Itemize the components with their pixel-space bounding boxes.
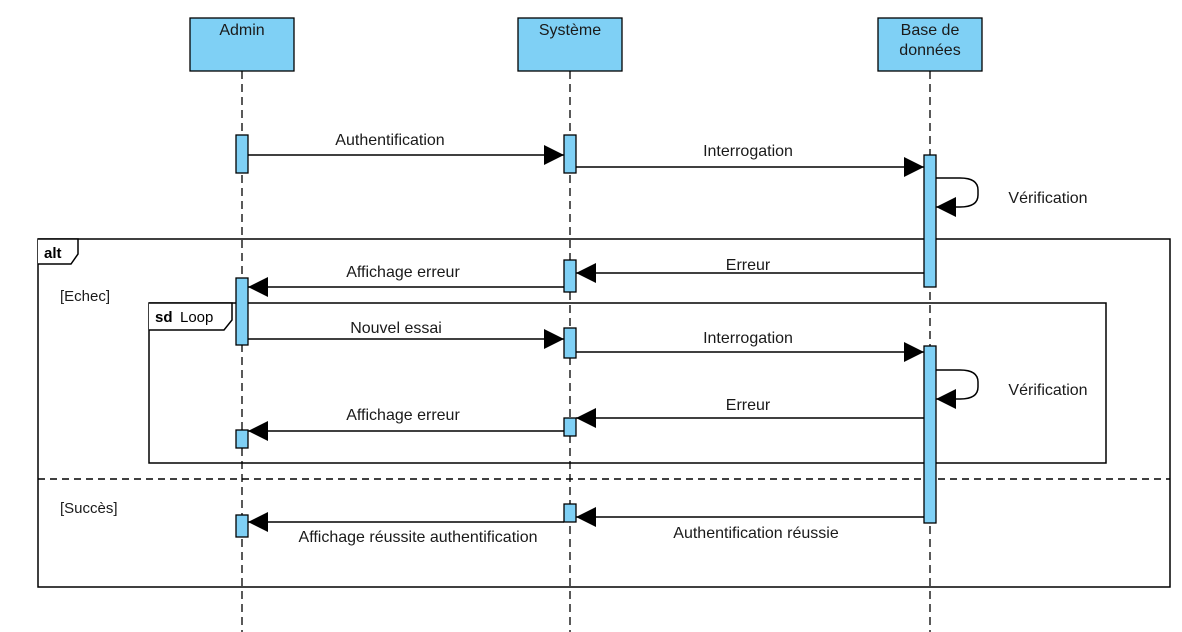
alt-guard-succes: [Succès] — [60, 500, 118, 517]
alt-frame-tab — [38, 238, 79, 265]
message-label-erreur-2: Erreur — [726, 397, 771, 414]
activation-bar-admin — [235, 277, 249, 346]
alt-guard-echec: [Echec] — [60, 288, 110, 305]
participant-label-bdd: Base de — [901, 22, 960, 39]
activation-bar-systeme — [563, 327, 577, 359]
activation-bar-systeme — [563, 503, 577, 523]
participant-label-bdd: données — [899, 42, 960, 59]
activation-bar-bdd — [923, 154, 937, 288]
message-label-authentification-reussie: Authentification réussie — [673, 525, 839, 542]
participant-box-systeme — [517, 17, 623, 72]
message-label-verification-1: Vérification — [1008, 190, 1087, 207]
loop-frame-keyword: sd — [155, 309, 173, 326]
message-label-authentification: Authentification — [335, 132, 444, 149]
self-message-verification-2 — [936, 369, 979, 409]
activation-bar-admin — [235, 514, 249, 538]
activation-bar-systeme — [563, 417, 577, 437]
activation-bar-systeme — [563, 134, 577, 174]
message-label-affichage-erreur-1: Affichage erreur — [346, 264, 460, 281]
message-label-verification-2: Vérification — [1008, 382, 1087, 399]
participant-box-bdd — [877, 17, 983, 72]
participant-label-admin: Admin — [219, 22, 264, 39]
activation-bar-systeme — [563, 259, 577, 293]
message-label-erreur-1: Erreur — [726, 257, 771, 274]
message-label-interrogation-1: Interrogation — [703, 143, 793, 160]
activation-bar-admin — [235, 429, 249, 449]
message-label-interrogation-2: Interrogation — [703, 330, 793, 347]
loop-frame-tab — [149, 302, 233, 331]
message-label-affichage-erreur-2: Affichage erreur — [346, 407, 460, 424]
activation-bar-bdd — [923, 345, 937, 524]
message-label-affichage-reussite: Affichage réussite authentification — [299, 529, 538, 546]
loop-frame — [148, 302, 1107, 464]
self-message-verification-1 — [936, 177, 979, 217]
participant-label-systeme: Système — [539, 22, 601, 39]
message-label-nouvel-essai: Nouvel essai — [350, 320, 442, 337]
loop-frame-name: Loop — [180, 309, 213, 326]
activation-bar-admin — [235, 134, 249, 174]
alt-frame — [37, 238, 1171, 588]
participant-box-admin — [189, 17, 295, 72]
alt-frame-keyword: alt — [44, 245, 62, 262]
